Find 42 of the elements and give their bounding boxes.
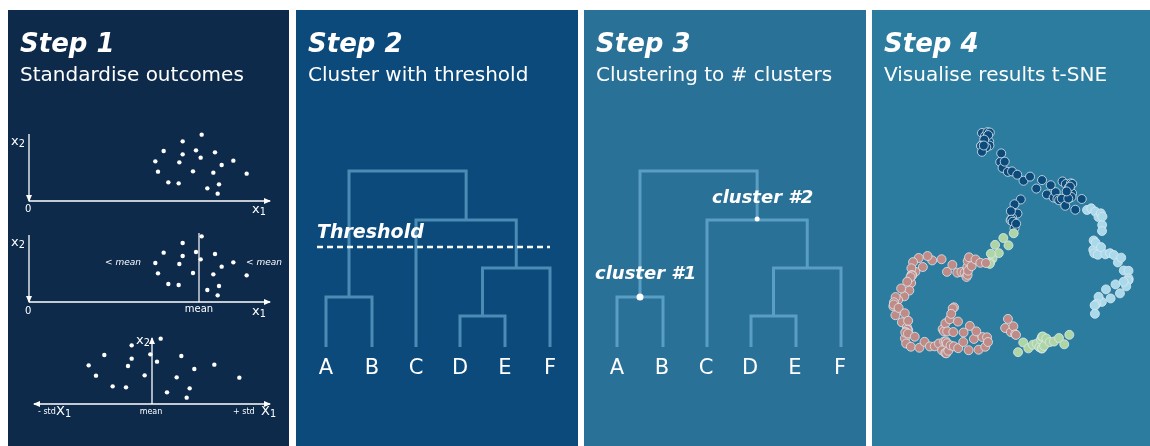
leaf-label: E (498, 357, 512, 378)
step-heading: Step 1 (20, 27, 115, 60)
axis-label: x$_{2}$ (11, 235, 25, 248)
step-heading: Step 4 (884, 27, 979, 60)
axis-label: x$_{1}$ (252, 304, 266, 317)
axis-label: x$_{2}$ (11, 134, 25, 147)
threshold-label: Threshold (317, 222, 424, 241)
step-panel (296, 10, 578, 446)
cluster-label: cluster #2 (712, 188, 814, 206)
step-subtitle: Standardise outcomes (20, 61, 244, 88)
leaf-label: C (698, 357, 714, 378)
step-panel (872, 10, 1150, 446)
leaf-label: A (609, 357, 625, 378)
axis-label: X$_{1}$ (56, 404, 72, 417)
axis-label: + std (233, 408, 255, 416)
annotation-text: < mean (105, 258, 141, 267)
axis-label: x$_{1}$ (252, 202, 266, 215)
axis-label: - std (38, 408, 56, 416)
annotation-text: < mean (246, 258, 282, 267)
step-panel (584, 10, 866, 446)
leaf-label: D (451, 357, 469, 378)
cluster-label: cluster #1 (595, 264, 697, 282)
leaf-label: D (741, 357, 759, 378)
step-panel (8, 10, 289, 446)
step-heading: Step 3 (596, 27, 691, 60)
axis-label: 0 (25, 306, 32, 316)
axis-label: X$_{1}$ (261, 404, 277, 417)
axis-label: x$_{2}$ (136, 333, 150, 346)
leaf-label: C (408, 357, 424, 378)
leaf-label: E (788, 357, 802, 378)
axis-label: mean (139, 408, 163, 416)
leaf-label: B (364, 357, 380, 378)
step-heading: Step 2 (308, 27, 403, 60)
step-subtitle: Cluster with threshold (308, 61, 529, 88)
leaf-label: A (318, 357, 334, 378)
axis-label: mean (184, 304, 214, 314)
leaf-label: F (833, 357, 847, 378)
axis-label: 0 (25, 204, 32, 214)
leaf-label: F (543, 357, 557, 378)
step-subtitle: Visualise results t-SNE (884, 61, 1108, 88)
step-subtitle: Clustering to # clusters (596, 61, 833, 88)
leaf-label: B (654, 357, 670, 378)
